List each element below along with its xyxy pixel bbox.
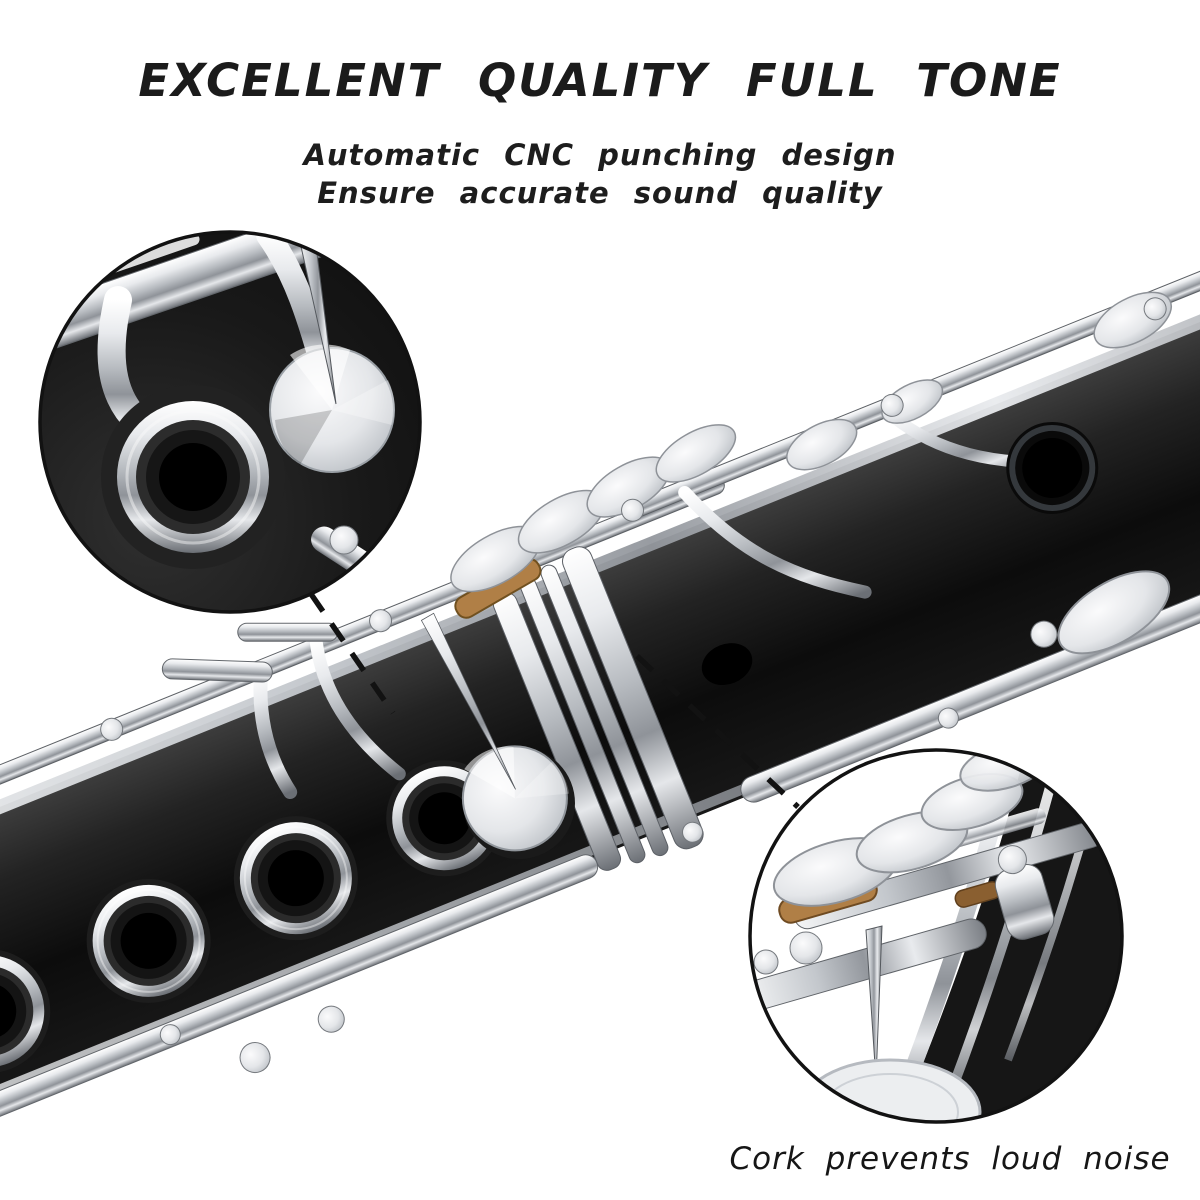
thumb-hole: [701, 643, 753, 686]
pivot-ball: [753, 949, 779, 975]
pivot-ball: [789, 931, 823, 965]
key-lever: [253, 665, 298, 800]
pad-cup-with-needle: [420, 612, 575, 860]
key-pad: [786, 418, 858, 471]
pivot-ball: [317, 1005, 345, 1033]
tone-hole-closed: [1006, 421, 1099, 514]
oval-pad: [1057, 570, 1171, 655]
clarinet-photo: [0, 188, 1200, 1155]
pad-cup-detail: [269, 237, 395, 473]
rod-balls: [100, 297, 1167, 1046]
callout-circle-border: [38, 230, 422, 614]
pivot-ball: [329, 525, 359, 555]
side-lever: [161, 658, 273, 683]
tone-hole-open: [0, 949, 51, 1074]
key-lever: [309, 636, 406, 781]
pad-detail: [798, 1058, 982, 1122]
tone-hole-open: [86, 878, 211, 1003]
pivot-ball: [239, 1042, 271, 1074]
trill-spoon-keys: [450, 424, 737, 619]
adjust-screw-detail: [994, 845, 1055, 940]
center-joint-rings: [492, 546, 704, 871]
callout-circle-border: [748, 748, 1124, 1124]
tone-hole-open: [233, 816, 358, 941]
top-rim: [0, 188, 1200, 899]
zoom-callout-tone-hole: [38, 230, 422, 614]
zoom-callout-cork: [748, 748, 1124, 1124]
dashed-connector-tone-hole: [308, 592, 396, 715]
screw-head: [388, 570, 408, 590]
pivot-ball: [1030, 620, 1058, 648]
tone-hole-detail: [101, 385, 285, 569]
dashed-connector-cork: [635, 653, 800, 810]
side-lever: [237, 622, 339, 642]
key-lever: [678, 485, 872, 599]
needle-spring-detail: [865, 925, 883, 1081]
